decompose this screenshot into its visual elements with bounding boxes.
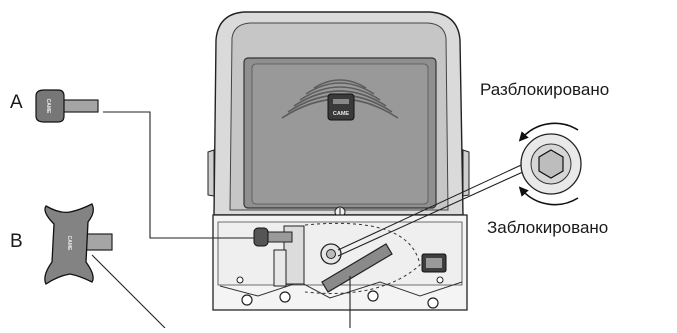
label-unlocked: Разблокировано	[480, 80, 609, 100]
svg-text:CAME: CAME	[66, 236, 72, 251]
mounting-hole	[368, 291, 378, 301]
brand-badge-text: CAME	[333, 111, 350, 117]
svg-text:CAME: CAME	[45, 99, 51, 114]
label-key-b: B	[10, 231, 23, 253]
key-b: CAME	[45, 204, 112, 284]
label-locked: Заблокировано	[487, 218, 608, 238]
brand-badge: CAME	[328, 94, 354, 120]
mounting-hole	[280, 292, 290, 302]
base-plate	[213, 215, 467, 310]
motor-cover: CAME	[208, 12, 469, 217]
label-key-a: A	[10, 92, 23, 114]
mounting-hole	[242, 295, 252, 305]
key-a: CAME	[36, 90, 98, 122]
mounting-hole	[428, 298, 438, 308]
rotation-detail	[521, 123, 581, 204]
